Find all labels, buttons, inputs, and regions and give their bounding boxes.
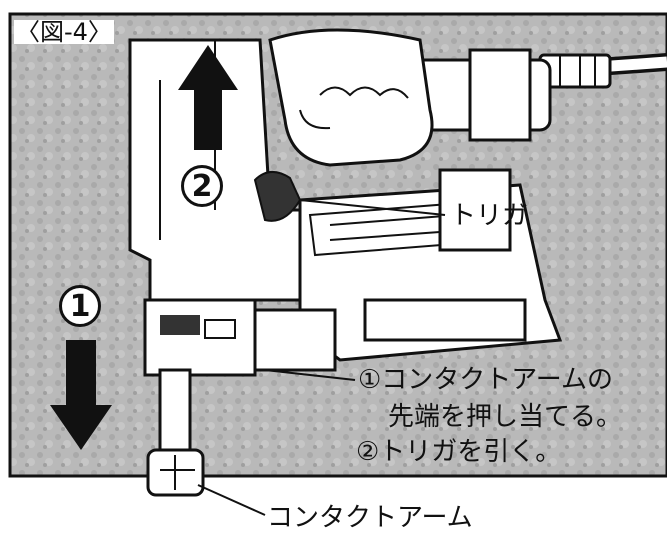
leader-contact-arm xyxy=(197,484,266,516)
nose-assembly xyxy=(143,298,257,377)
step1-callout-line1: ①コンタクトアームの xyxy=(358,365,613,395)
contact-arm xyxy=(158,368,192,462)
arrow-up-2 xyxy=(178,45,238,150)
hand xyxy=(268,28,434,167)
step2-callout: ②トリガを引く。 xyxy=(356,437,562,467)
trigger-callout: トリガ xyxy=(450,201,529,231)
arrow-number-2: 2 xyxy=(181,165,223,207)
figure-label: 〈図-4〉 xyxy=(14,18,114,46)
leader-step1 xyxy=(264,369,356,381)
arrow-number-1: 1 xyxy=(59,285,101,327)
contact-arm-callout: コンタクトアーム xyxy=(267,503,473,533)
arrow-down-1 xyxy=(50,340,112,450)
step1-callout-line2: 先端を押し当てる。 xyxy=(388,402,623,432)
